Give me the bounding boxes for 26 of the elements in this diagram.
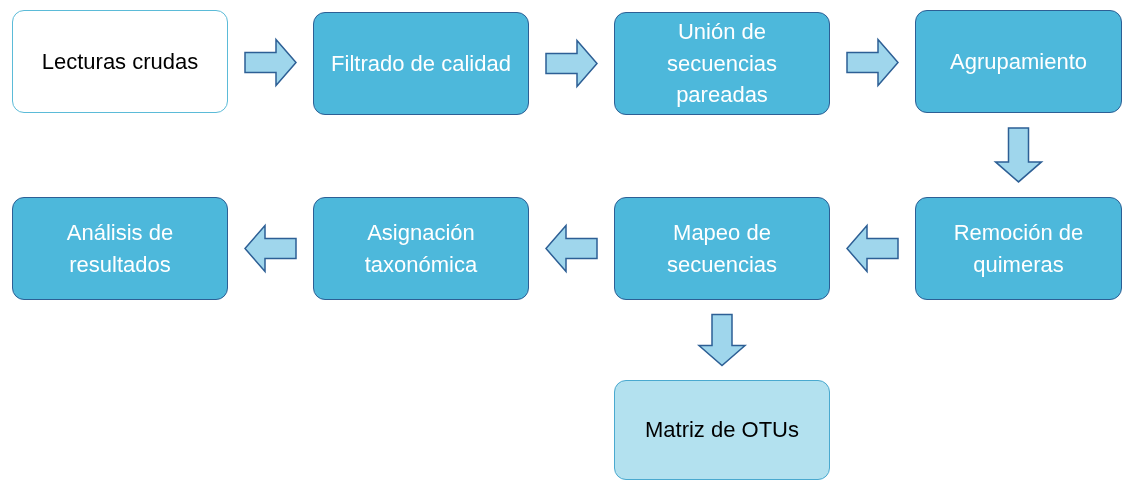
block-arrow (697, 313, 747, 367)
box-label: Unión de secuencias pareadas (665, 17, 779, 110)
box-label: Mapeo de secuencias (665, 218, 779, 279)
box-label: Filtrado de calidad (331, 49, 511, 78)
process-box (614, 12, 830, 115)
process-box (313, 197, 529, 300)
block-arrow (244, 223, 297, 274)
process-box (915, 10, 1122, 113)
box-label: Análisis de resultados (65, 218, 175, 279)
box-label: Asignación taxonómica (363, 218, 479, 279)
box-label: Lecturas crudas (41, 47, 199, 76)
block-arrow (545, 223, 598, 274)
block-arrow (545, 38, 598, 89)
block-arrow (993, 127, 1044, 183)
process-box (313, 12, 529, 115)
block-arrow (846, 223, 899, 274)
process-box (614, 380, 830, 480)
process-box (614, 197, 830, 300)
box-label: Remoción de quimeras (952, 218, 1085, 279)
process-box (915, 197, 1122, 300)
box-label: Matriz de OTUs (645, 416, 799, 445)
box-label: Agrupamiento (950, 47, 1087, 76)
process-box (12, 10, 228, 113)
block-arrow (846, 37, 899, 88)
block-arrow (244, 37, 297, 88)
process-box (12, 197, 228, 300)
